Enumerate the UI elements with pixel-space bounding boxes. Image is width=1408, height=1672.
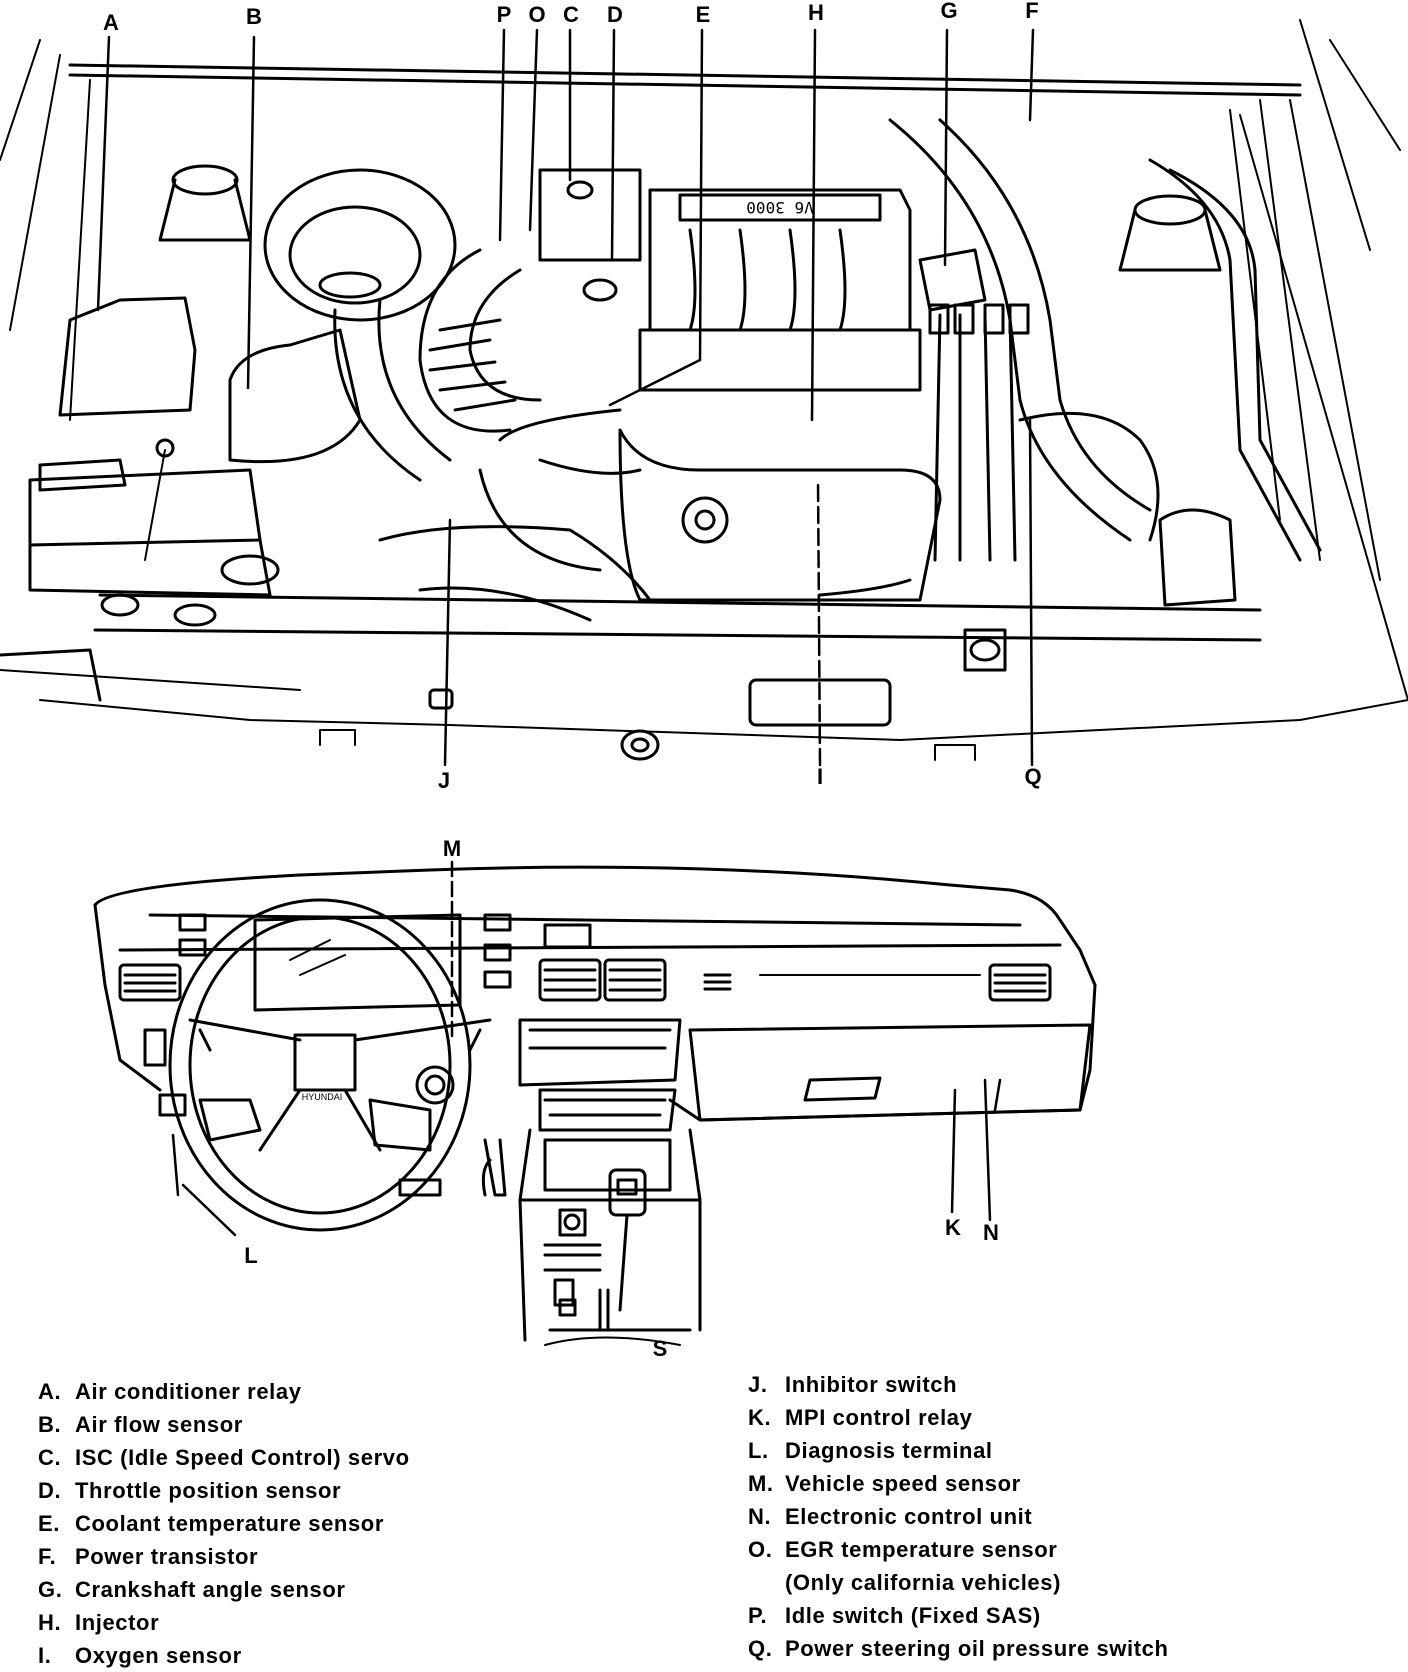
legend-text: Vehicle speed sensor: [785, 1471, 1021, 1496]
legend-text: EGR temperature sensor: [785, 1537, 1058, 1562]
legend-item: L. Diagnosis terminal: [748, 1434, 1169, 1467]
callout-m: M: [442, 836, 462, 861]
legend-key: O.: [748, 1537, 773, 1562]
callout-a: A: [103, 10, 119, 35]
legend-right: J. Inhibitor switch K. MPI control relay L…: [748, 1368, 1169, 1665]
legend-text: Power transistor: [75, 1544, 259, 1569]
legend-text: Inhibitor switch: [785, 1372, 958, 1397]
engine-cover-badge: V6 3000: [746, 198, 813, 217]
callout-o: O: [528, 2, 546, 27]
legend-text-continuation: (Only california vehicles): [785, 1570, 1062, 1595]
legend-text: Diagnosis terminal: [785, 1438, 993, 1463]
legend-item: Q. Power steering oil pressure switch: [748, 1632, 1169, 1665]
legend-item: E. Coolant temperature sensor: [38, 1507, 410, 1540]
legend-item: P. Idle switch (Fixed SAS): [748, 1599, 1169, 1632]
legend-left: A. Air conditioner relay B. Air flow senso…: [38, 1375, 410, 1672]
callout-h: H: [808, 0, 824, 25]
legend-text: Air conditioner relay: [75, 1379, 302, 1404]
legend-text: Injector: [75, 1610, 160, 1635]
legend-item: O. EGR temperature sensor (Only california…: [748, 1533, 1169, 1599]
legend-key: J.: [748, 1372, 768, 1397]
legend-key: H.: [38, 1610, 62, 1635]
callout-p: P: [496, 2, 512, 27]
legend-key: K.: [748, 1405, 772, 1430]
legend-text: Coolant temperature sensor: [75, 1511, 385, 1536]
callout-j: J: [437, 768, 451, 793]
legend-key: C.: [38, 1445, 62, 1470]
dash-leader-lines: [173, 862, 1000, 1235]
legend-item: I. Oxygen sensor: [38, 1639, 410, 1672]
callout-s: S: [652, 1336, 668, 1361]
legend-text: Crankshaft angle sensor: [75, 1577, 346, 1602]
legend-item: M. Vehicle speed sensor: [748, 1467, 1169, 1500]
legend-item: J. Inhibitor switch: [748, 1368, 1169, 1401]
steering-badge: HYUNDAI: [302, 1092, 343, 1102]
callout-k: K: [945, 1215, 961, 1240]
legend-item: D. Throttle position sensor: [38, 1474, 410, 1507]
legend-key: M.: [748, 1471, 774, 1496]
legend-text: Oxygen sensor: [75, 1643, 242, 1668]
legend-key: P.: [748, 1603, 768, 1628]
callout-b: B: [246, 4, 262, 29]
legend-item: G. Crankshaft angle sensor: [38, 1573, 410, 1606]
legend-text: Idle switch (Fixed SAS): [785, 1603, 1041, 1628]
callout-f: F: [1025, 0, 1039, 23]
callout-i: I: [816, 764, 824, 789]
legend-item: K. MPI control relay: [748, 1401, 1169, 1434]
legend-item: C. ISC (Idle Speed Control) servo: [38, 1441, 410, 1474]
legend-key: B.: [38, 1412, 62, 1437]
callout-g: G: [940, 0, 958, 23]
legend-key: F.: [38, 1544, 57, 1569]
legend-key: Q.: [748, 1636, 773, 1661]
legend-item: B. Air flow sensor: [38, 1408, 410, 1441]
engine-leader-lines: [98, 30, 1033, 765]
legend-text: ISC (Idle Speed Control) servo: [75, 1445, 410, 1470]
legend-key: E.: [38, 1511, 60, 1536]
legend-item: H. Injector: [38, 1606, 410, 1639]
callout-e: E: [695, 2, 711, 27]
legend-key: A.: [38, 1379, 62, 1404]
legend-text: Power steering oil pressure switch: [785, 1636, 1169, 1661]
dashboard: HYUNDAI: [95, 867, 1095, 1345]
callout-c: C: [563, 2, 579, 27]
engine-cover-text: V6 3000: [746, 198, 813, 217]
callout-n: N: [983, 1220, 999, 1245]
callout-d: D: [607, 2, 623, 27]
legend-key: I.: [38, 1643, 52, 1668]
legend-key: N.: [748, 1504, 772, 1529]
callout-q: Q: [1024, 764, 1042, 789]
engine-bay: [0, 20, 1408, 760]
legend-key: D.: [38, 1478, 62, 1503]
legend-text: MPI control relay: [785, 1405, 973, 1430]
legend-text: Air flow sensor: [75, 1412, 243, 1437]
callout-l: L: [244, 1243, 258, 1268]
legend-key: L.: [748, 1438, 769, 1463]
legend-text: Throttle position sensor: [75, 1478, 342, 1503]
legend-text: Electronic control unit: [785, 1504, 1033, 1529]
legend-key: G.: [38, 1577, 63, 1602]
legend-item: A. Air conditioner relay: [38, 1375, 410, 1408]
legend-item: F. Power transistor: [38, 1540, 410, 1573]
legend-item: N. Electronic control unit: [748, 1500, 1169, 1533]
